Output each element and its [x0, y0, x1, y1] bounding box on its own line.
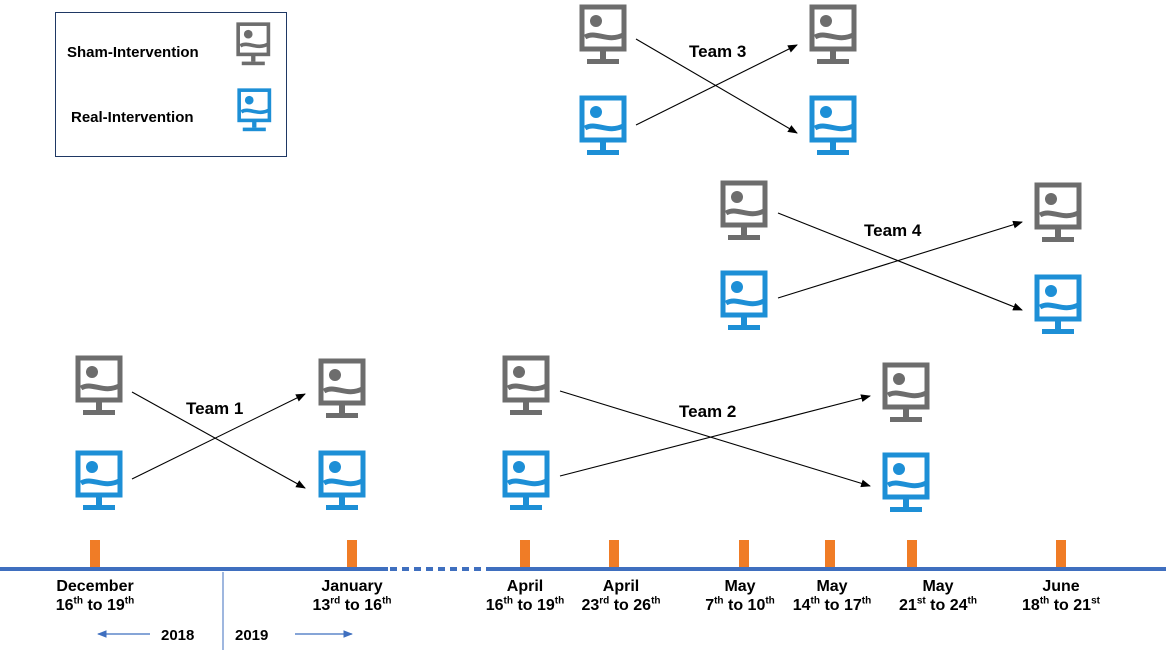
- team2-real-start-monitor-icon: [502, 450, 550, 510]
- team1-sham-end-monitor-icon: [318, 358, 366, 418]
- date-label-apr-23: April 23rd to 26th: [581, 578, 661, 614]
- session-tick-3: [520, 540, 530, 567]
- team3-arrow-sham-to-real: [635, 38, 798, 134]
- team2-arrow-sham-to-real: [559, 390, 871, 488]
- team2-sham-start-monitor-icon: [502, 355, 550, 415]
- team1-real-end-monitor-icon: [318, 450, 366, 510]
- team4-real-start-monitor-icon: [720, 270, 768, 330]
- date-label-apr-16: April 16th to 19th: [485, 578, 565, 614]
- team4-arrow-sham-to-real: [777, 212, 1023, 311]
- date-label-may-7: May 7th to 10th: [705, 578, 775, 614]
- session-tick-7: [907, 540, 917, 567]
- date-label-jun: June 18th to 21st: [1022, 578, 1100, 614]
- date-label-jan: January 13rd to 16th: [312, 578, 392, 614]
- date-label-may-14: May 14th to 17th: [792, 578, 872, 614]
- team3-arrow-real-to-sham: [635, 44, 798, 126]
- team3-sham-end-monitor-icon: [809, 4, 857, 64]
- team2-real-end-monitor-icon: [882, 452, 930, 512]
- team1-sham-start-monitor-icon: [75, 355, 123, 415]
- team3-real-start-monitor-icon: [579, 95, 627, 155]
- session-tick-4: [609, 540, 619, 567]
- team-4-label: Team 4: [864, 221, 922, 240]
- year-2019-label: 2019: [235, 627, 269, 644]
- team-1-label: Team 1: [186, 399, 244, 418]
- date-label-may-21: May 21st to 24th: [899, 578, 977, 614]
- team1-arrow-real-to-sham: [131, 393, 306, 480]
- date-label-dec: December 16th to 19th: [55, 578, 135, 614]
- team-3-label: Team 3: [689, 42, 747, 61]
- session-tick-5: [739, 540, 749, 567]
- team1-real-start-monitor-icon: [75, 450, 123, 510]
- session-tick-8: [1056, 540, 1066, 567]
- legend-real-monitor-icon: [237, 88, 272, 132]
- team3-real-end-monitor-icon: [809, 95, 857, 155]
- year-2018-label: 2018: [161, 627, 195, 644]
- team4-real-end-monitor-icon: [1034, 274, 1082, 334]
- session-tick-1: [90, 540, 100, 567]
- team-2-label: Team 2: [679, 402, 737, 421]
- legend-real-label: Real-Intervention: [71, 109, 194, 126]
- session-tick-6: [825, 540, 835, 567]
- team4-arrow-real-to-sham: [777, 220, 1023, 299]
- team2-sham-end-monitor-icon: [882, 362, 930, 422]
- team4-sham-end-monitor-icon: [1034, 182, 1082, 242]
- team3-sham-start-monitor-icon: [579, 4, 627, 64]
- legend-sham-monitor-icon: [236, 22, 271, 66]
- team1-arrow-sham-to-real: [131, 391, 306, 489]
- team2-arrow-real-to-sham: [559, 394, 871, 477]
- session-tick-2: [347, 540, 357, 567]
- legend-box: [55, 12, 287, 157]
- team4-sham-start-monitor-icon: [720, 180, 768, 240]
- legend-sham-label: Sham-Intervention: [67, 44, 199, 61]
